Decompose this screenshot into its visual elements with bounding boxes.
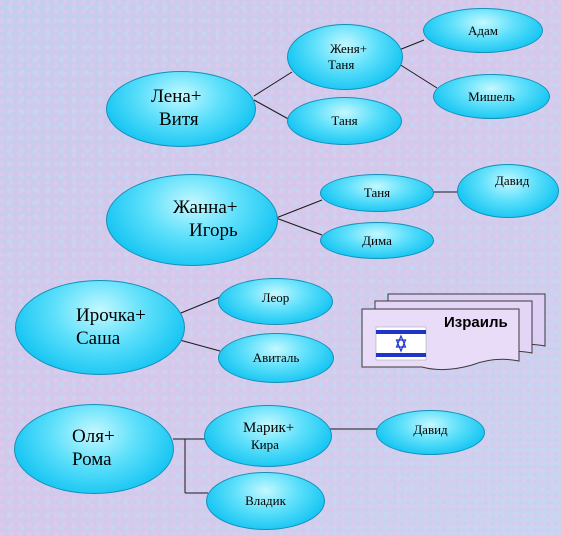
node-tanya-1: Таня	[287, 97, 402, 145]
node-zhanna-igor: Жанна+ Игорь	[106, 174, 278, 266]
node-david-2: Давид	[376, 410, 485, 455]
node-label: Авиталь	[252, 350, 300, 366]
node-leor: Леор	[218, 278, 333, 325]
node-vladik: Владик	[206, 472, 325, 530]
node-marik-kira: Марик+ Кира	[204, 405, 332, 467]
node-olya-roma: Оля+ Рома	[14, 404, 174, 494]
node-label-line1: Ирочка+	[76, 304, 146, 326]
node-label: Таня	[331, 113, 358, 129]
node-zhenya-tanya: Женя+ Таня	[287, 24, 403, 90]
node-label-line2: Таня	[328, 57, 355, 72]
node-label-line2: Рома	[72, 449, 112, 470]
node-label: Таня	[363, 185, 391, 201]
node-label: Адам	[468, 22, 498, 38]
node-label-line1: Лена+	[151, 86, 202, 108]
node-mishel: Мишель	[433, 74, 550, 119]
node-avital: Авиталь	[218, 333, 334, 383]
node-lena-vitya: Лена+ Витя	[106, 71, 256, 147]
node-label-line1: Оля+	[72, 426, 115, 448]
node-dima: Дима	[320, 222, 434, 259]
node-label-line2: Витя	[159, 109, 199, 130]
node-label: Давид	[495, 173, 530, 189]
node-irochka-sasha: Ирочка+ Саша	[15, 280, 185, 375]
node-label: Леор	[261, 289, 290, 305]
node-label: Мишель	[468, 88, 515, 104]
banner-label: Израиль	[444, 314, 508, 331]
node-label-line1: Жанна+	[173, 197, 238, 219]
node-label-line1: Марик+	[243, 420, 295, 437]
israel-flag	[375, 326, 427, 361]
node-label: Владик	[245, 493, 286, 509]
node-label-line1: Женя+	[330, 41, 368, 57]
node-label-line2: Игорь	[189, 220, 238, 241]
node-label: Давид	[413, 421, 448, 437]
node-label: Дима	[362, 232, 392, 248]
node-label-line2: Кира	[251, 437, 279, 453]
node-adam: Адам	[423, 8, 543, 53]
node-label-line2: Саша	[76, 327, 121, 349]
node-david-1: Давид	[457, 164, 559, 218]
node-tanya-2: Таня	[320, 174, 434, 212]
